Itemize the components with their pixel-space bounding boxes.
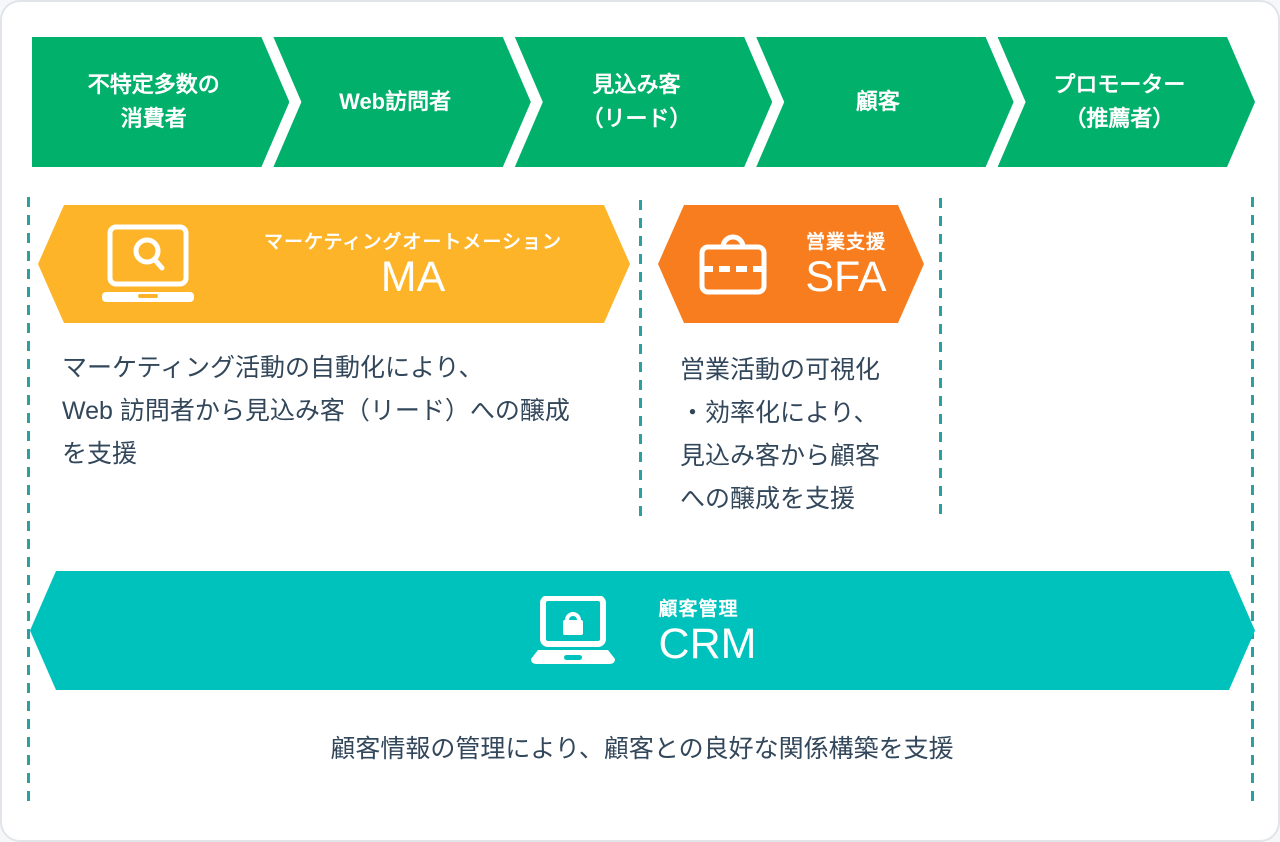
ma-banner: マーケティングオートメーション MA xyxy=(38,205,630,323)
divider-dashed-ma-sfa xyxy=(639,200,642,520)
funnel-stage-promoters: プロモーター （推薦者） xyxy=(998,37,1255,167)
ma-subtitle: マーケティングオートメーション xyxy=(263,232,563,254)
funnel-stage-label: Web訪問者 xyxy=(339,89,452,114)
sfa-text-block: 営業支援 SFA xyxy=(768,227,924,300)
sfa-subtitle: 営業支援 xyxy=(805,232,886,254)
funnel-stage-label: 見込み客 （リード） xyxy=(581,72,692,131)
ma-text-block: マーケティングオートメーション MA xyxy=(196,227,630,300)
divider-dashed-sfa-right xyxy=(939,198,942,518)
customer-journey-funnel: 不特定多数の 消費者 Web訪問者 見込み客 （リード） 顧客 プロモーター （… xyxy=(32,37,1255,167)
crm-banner: 顧客管理 CRM xyxy=(30,571,1255,690)
sfa-banner: 営業支援 SFA xyxy=(658,205,924,323)
funnel-stage-customers: 顧客 xyxy=(756,37,1013,167)
funnel-stage-label: 不特定多数の 消費者 xyxy=(87,72,220,131)
crm-content-group: 顧客管理 CRM xyxy=(529,594,757,667)
divider-dashed-right xyxy=(1251,197,1254,809)
crm-subtitle: 顧客管理 xyxy=(658,598,739,620)
funnel-stage-consumers: 不特定多数の 消費者 xyxy=(32,37,289,167)
crm-text-block: 顧客管理 CRM xyxy=(659,594,757,667)
sfa-title: SFA xyxy=(805,253,887,302)
funnel-stage-label: プロモーター （推薦者） xyxy=(1053,72,1186,131)
crm-description: 顧客情報の管理により、顧客との良好な関係構築を支援 xyxy=(330,735,954,763)
funnel-stage-leads: 見込み客 （リード） xyxy=(515,37,772,167)
ma-title: MA xyxy=(380,253,446,302)
funnel-stage-web-visitors: Web訪問者 xyxy=(273,37,530,167)
laptop-search-icon xyxy=(100,224,196,304)
divider-dashed-left xyxy=(27,197,30,809)
laptop-lock-icon xyxy=(529,596,617,666)
sfa-description: 営業活動の可視化 ・効率化により、 見込み客から顧客 への醸成を支援 xyxy=(680,356,881,513)
funnel-stage-label: 顧客 xyxy=(855,89,900,114)
crm-title: CRM xyxy=(658,619,757,668)
briefcase-icon xyxy=(698,231,768,297)
ma-description: マーケティング活動の自動化により、 Web 訪問者から見込み客（リード）への醸成… xyxy=(62,354,570,468)
